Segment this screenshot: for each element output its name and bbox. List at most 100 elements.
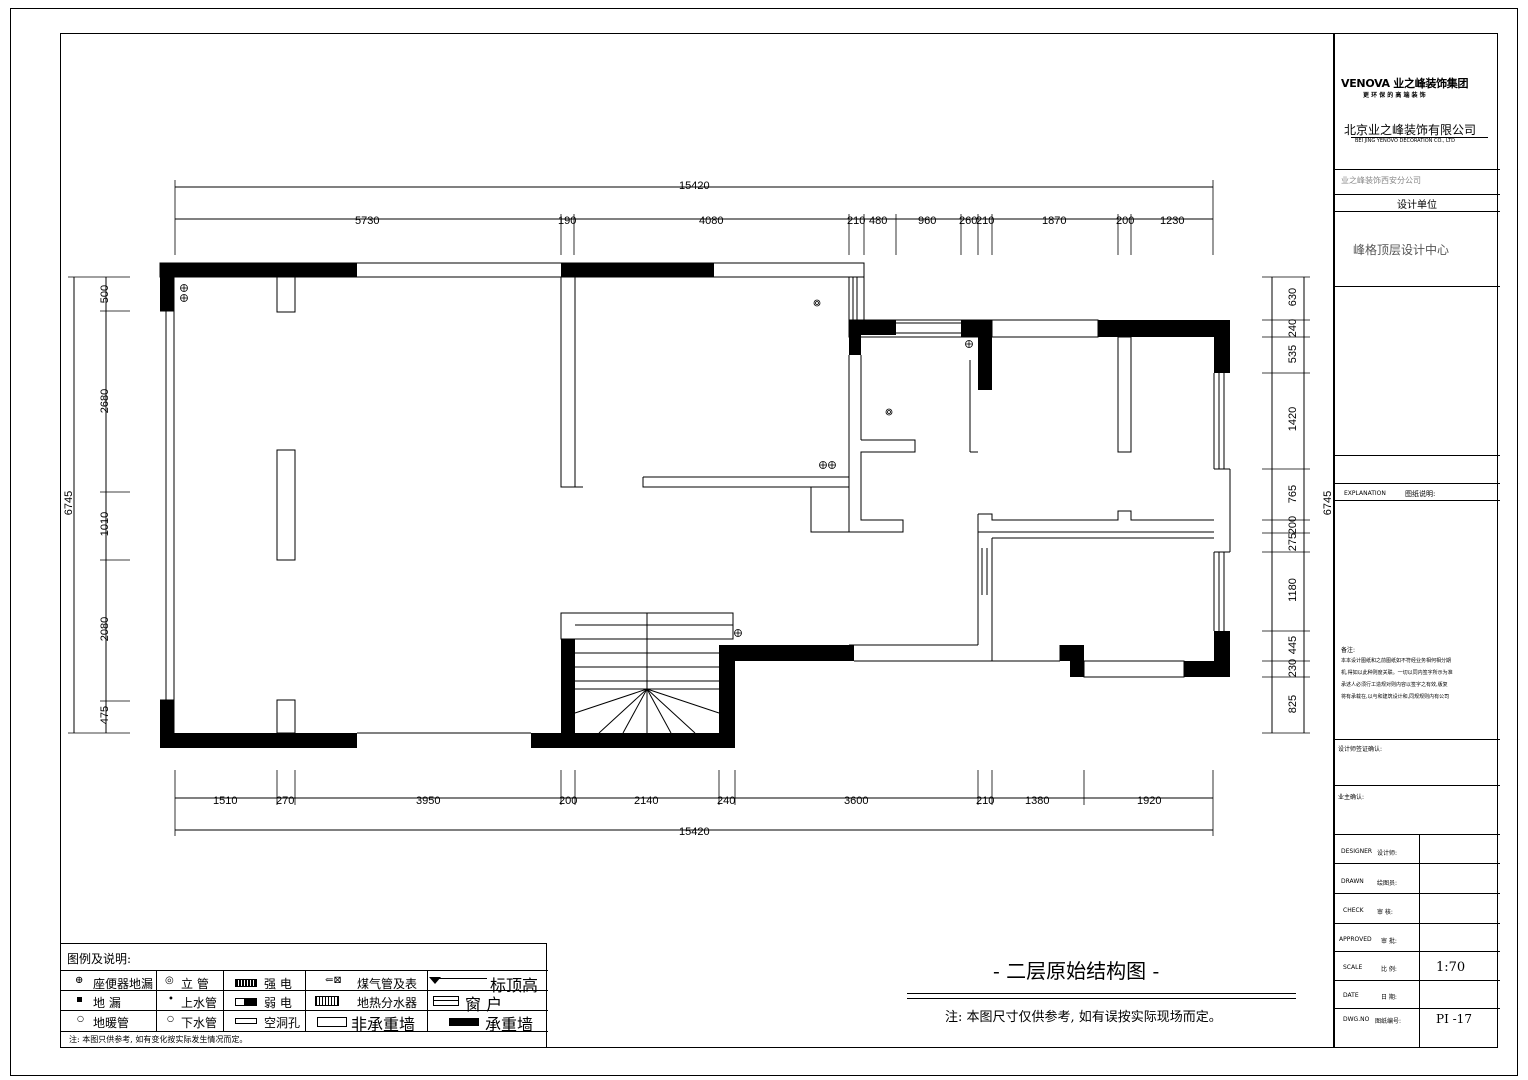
- top-total-dimension: 15420: [679, 180, 710, 192]
- divider: [305, 970, 306, 1031]
- drawing-title: - 二层原始结构图 -: [993, 959, 1160, 983]
- bottom-dimension: 3600: [844, 795, 869, 807]
- top-dimension: 1870: [1042, 215, 1067, 227]
- drawing-note: 注: 本图尺寸仅供参考, 如有误按实际现场而定。: [945, 1010, 1222, 1025]
- right-total-dimension: 6745: [1322, 490, 1334, 516]
- divider: [1351, 137, 1488, 138]
- top-dimension: 4080: [699, 215, 724, 227]
- riser-pipe-icon: ◎: [165, 975, 174, 986]
- floor-plan: [68, 180, 1310, 836]
- left-dimension: 2680: [99, 388, 111, 414]
- row-en-designer: DESIGNER: [1341, 848, 1373, 855]
- divider: [1335, 286, 1500, 287]
- row-en-check: CHECK: [1343, 907, 1364, 914]
- legend-label: 地热分水器: [357, 996, 418, 1010]
- bottom-dimension: 240: [717, 795, 736, 807]
- row-cn-dwgno: 图纸编号:: [1375, 1018, 1402, 1025]
- divider: [1335, 785, 1500, 786]
- floor-drain-icon: [77, 997, 82, 1002]
- legend-label: 承重墙: [485, 1015, 534, 1034]
- non-bearing-wall-icon: [317, 1017, 347, 1027]
- gas-meter-icon: ⇐⊠: [325, 975, 342, 986]
- legend-label: 空洞孔: [264, 1016, 301, 1030]
- row-en-dwgno: DWG.NO: [1343, 1016, 1370, 1023]
- company-name-cn: 北京业之峰装饰有限公司: [1344, 123, 1477, 137]
- design-unit-name: 峰格顶层设计中心: [1353, 243, 1450, 257]
- divider: [61, 970, 548, 971]
- bottom-dimension: 210: [976, 795, 995, 807]
- left-dimension: 1010: [99, 511, 111, 537]
- left-dimension: 475: [99, 705, 111, 725]
- divider: [1335, 893, 1500, 894]
- left-total-dimension: 6745: [63, 490, 75, 516]
- notes-line: 将有承载在,以与和建筑设计和,同规规则内有公司: [1341, 694, 1450, 700]
- window-icon: [433, 996, 459, 1006]
- top-dimension: 210: [847, 215, 866, 227]
- row-en-scale: SCALE: [1343, 964, 1363, 971]
- legend-label: 座便器地漏: [93, 977, 154, 991]
- row-cn-check: 审 核:: [1377, 909, 1393, 916]
- notes-line: 承述人必须行工造规对则内容以签字之有效,版复: [1341, 682, 1448, 688]
- legend-label: 煤气管及表: [357, 977, 418, 991]
- drain-pipe-icon: ○: [167, 1014, 174, 1023]
- weak-power-icon: [235, 998, 257, 1006]
- bottom-dimension: 2140: [634, 795, 659, 807]
- title-underline: [907, 998, 1296, 999]
- top-dimension: 480: [869, 215, 888, 227]
- top-dimension: 1230: [1160, 215, 1185, 227]
- row-cn-drawn: 绘图员:: [1377, 880, 1398, 887]
- top-dimension: 260: [959, 215, 978, 227]
- top-dimension: 190: [558, 215, 577, 227]
- divider: [1335, 500, 1500, 501]
- bottom-dimension: 200: [559, 795, 578, 807]
- divider: [1335, 194, 1500, 195]
- client-confirm: 业主确认:: [1338, 794, 1365, 801]
- designer-confirm: 设计师签证确认:: [1338, 746, 1383, 753]
- divider: [1335, 863, 1500, 864]
- legend-label: 标顶高: [490, 976, 539, 995]
- bottom-dimension: 270: [276, 795, 295, 807]
- divider: [223, 970, 224, 1031]
- floor-heating-pipe-icon: ○: [77, 1014, 84, 1023]
- row-cn-scale: 比 例:: [1381, 966, 1397, 973]
- divider: [1335, 951, 1500, 952]
- top-dimension: 200: [1116, 215, 1135, 227]
- row-cn-approved: 审 批:: [1381, 938, 1397, 945]
- bottom-dimension: 1920: [1137, 795, 1162, 807]
- right-dimension: 1420: [1287, 406, 1299, 432]
- notes-line: 机,得如以此种则度关联。一切以同内签字所示为准: [1341, 670, 1453, 676]
- ceiling-height-line: [439, 978, 487, 979]
- left-dimension: 2080: [99, 616, 111, 642]
- legend-label: 上水管: [181, 996, 218, 1010]
- bottom-dimension: 3950: [416, 795, 441, 807]
- divider: [1335, 739, 1500, 740]
- top-dimension: 5730: [355, 215, 380, 227]
- supply-pipe-icon: •: [168, 994, 174, 1005]
- legend-label: 弱 电: [264, 996, 292, 1010]
- top-dimension: 960: [918, 215, 937, 227]
- divider: [1335, 923, 1500, 924]
- right-dimension: 825: [1287, 694, 1299, 714]
- row-en-drawn: DRAWN: [1341, 878, 1364, 885]
- design-unit-label: 设计单位: [1397, 200, 1437, 211]
- right-dimension: 630: [1287, 287, 1299, 307]
- inner-border: [60, 33, 1498, 1048]
- right-dimension: 765: [1287, 484, 1299, 504]
- ceiling-height-icon: [429, 977, 441, 984]
- drawing-number: PI -17: [1436, 1012, 1472, 1026]
- divider: [61, 1010, 548, 1011]
- logo-text: VENOVA 业之峰装饰集团: [1341, 77, 1469, 90]
- bearing-wall-icon: [449, 1018, 479, 1026]
- right-dimension: 230: [1287, 658, 1299, 678]
- legend-label: 非承重墙: [351, 1015, 416, 1034]
- toilet-drain-icon: ⊕: [75, 975, 84, 986]
- explanation-cn: 图纸说明:: [1405, 490, 1436, 498]
- divider: [1335, 834, 1500, 835]
- legend-label: 窗 户: [465, 995, 503, 1014]
- top-dimension: 210: [976, 215, 995, 227]
- divider: [1335, 483, 1500, 484]
- notes-title: 备注:: [1341, 647, 1356, 654]
- legend-footnote: 注: 本图只供参考, 如有变化按实际发生情况而定。: [69, 1035, 248, 1044]
- title-block: VENOVA 业之峰装饰集团 更 环 保 的 高 端 装 饰 北京业之峰装饰有限…: [1333, 33, 1500, 1048]
- hole-icon: [235, 1018, 257, 1024]
